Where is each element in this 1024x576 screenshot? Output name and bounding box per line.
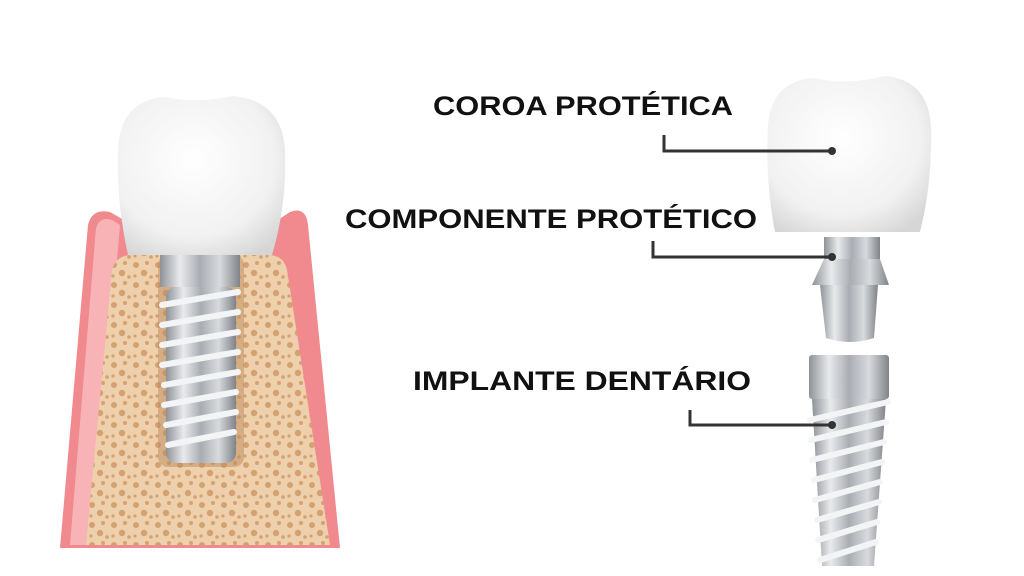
- abutment-post: [820, 285, 878, 342]
- exploded-implant-illustration: [767, 76, 932, 566]
- label-crown: COROA PROTÉTICA: [433, 90, 836, 155]
- abutment-top: [824, 237, 880, 259]
- implant-collar-exploded: [809, 355, 889, 399]
- gum-highlight: [70, 219, 120, 545]
- implant-collar: [160, 255, 240, 287]
- leader-dot-implant: [828, 421, 836, 429]
- abutment-flare: [812, 259, 889, 285]
- crown-exploded: [767, 76, 932, 232]
- crown: [117, 96, 286, 255]
- label-abutment-text: COMPONENTE PROTÉTICO: [345, 203, 757, 234]
- label-implant: IMPLANTE DENTÁRIO: [413, 365, 836, 429]
- leader-dot-abutment: [828, 253, 836, 261]
- implant-threads: [159, 289, 241, 448]
- leader-line-crown: [662, 135, 832, 153]
- implant-in-bone-illustration: [60, 96, 340, 548]
- leader-line-implant: [688, 410, 832, 427]
- leader-line-abutment: [651, 241, 832, 259]
- label-implant-text: IMPLANTE DENTÁRIO: [413, 365, 751, 396]
- label-crown-text: COROA PROTÉTICA: [433, 90, 733, 121]
- leader-dot-crown: [828, 147, 836, 155]
- implant-threads-exploded: [807, 399, 891, 563]
- label-abutment: COMPONENTE PROTÉTICO: [345, 203, 836, 261]
